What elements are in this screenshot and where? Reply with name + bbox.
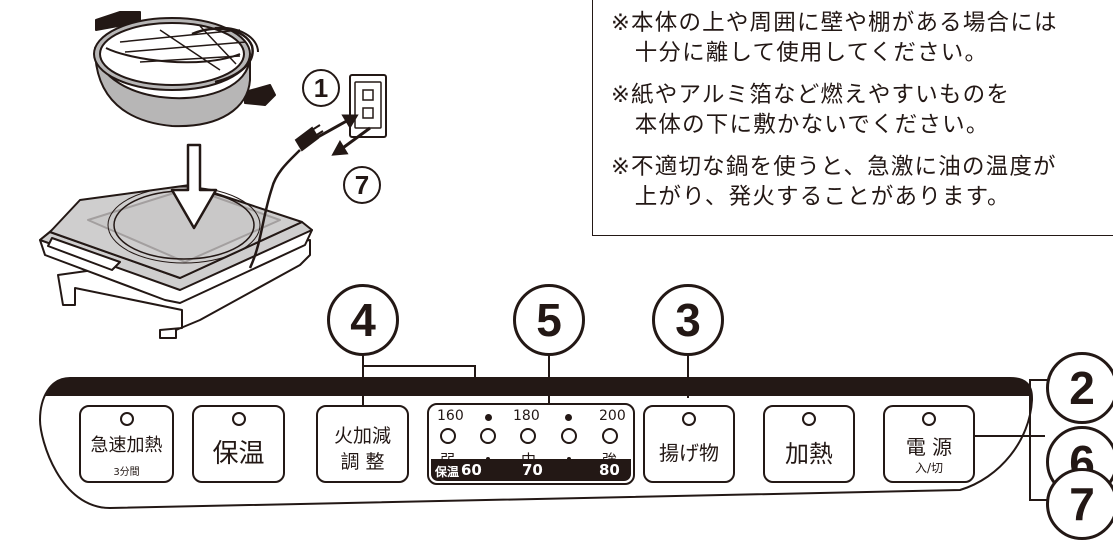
temperature-indicator: 160 180 200 弱 中 強 保温 60 70 80 bbox=[427, 403, 635, 485]
keep-warm-prefix: 保温 bbox=[435, 465, 460, 479]
temp-led bbox=[480, 428, 496, 444]
heat-adjust-button[interactable]: 火加減 調 整 bbox=[316, 405, 409, 483]
heat-led bbox=[802, 412, 816, 426]
power-led bbox=[922, 412, 936, 426]
temp-dot bbox=[565, 414, 572, 421]
callout-fry: 3 bbox=[652, 284, 724, 356]
callout-temperature: 5 bbox=[513, 284, 585, 356]
keep-warm-led bbox=[231, 412, 246, 426]
callout-heat-adjust: 4 bbox=[327, 284, 399, 356]
power-button[interactable]: 電 源 入/切 bbox=[883, 405, 975, 483]
heat-button[interactable]: 加熱 bbox=[763, 405, 855, 483]
warm-value-80: 80 bbox=[599, 461, 620, 479]
warning-line: 上がり、発火することがあります。 bbox=[611, 184, 1011, 210]
fry-led bbox=[682, 412, 696, 426]
warning-line: ※本体の上や周囲に壁や棚がある場合には bbox=[611, 10, 1058, 36]
warm-value-70: 70 bbox=[522, 461, 543, 479]
power-sub: 入/切 bbox=[914, 461, 944, 475]
callout-plug-in: 1 bbox=[302, 69, 340, 107]
wall-outlet bbox=[349, 74, 387, 138]
callout-power-c: 7 bbox=[1046, 468, 1113, 540]
keep-warm-label: 保温 bbox=[212, 439, 265, 469]
temp-label-160: 160 bbox=[437, 408, 464, 424]
heat-label: 加熱 bbox=[785, 440, 833, 468]
temp-label-200: 200 bbox=[599, 408, 626, 424]
temp-led bbox=[520, 428, 536, 444]
fryer-pot bbox=[93, 11, 276, 128]
power-cord bbox=[248, 149, 301, 269]
keep-warm-button[interactable]: 保温 bbox=[192, 405, 285, 483]
quick-heat-label: 急速加熱 bbox=[90, 435, 163, 456]
quick-heat-button[interactable]: 急速加熱 3分間 bbox=[79, 405, 174, 483]
warning-line: ※不適切な鍋を使うと、急激に油の温度が bbox=[611, 154, 1057, 180]
temp-led bbox=[561, 428, 577, 444]
warning-line: 本体の下に敷かないでください。 bbox=[611, 112, 990, 138]
power-label: 電 源 bbox=[905, 435, 953, 459]
temp-label-180: 180 bbox=[513, 408, 540, 424]
keep-warm-band: 保温 60 70 80 bbox=[431, 459, 631, 481]
heat-adjust-line1: 火加減 bbox=[333, 425, 391, 447]
temp-led bbox=[440, 428, 456, 444]
fry-button[interactable]: 揚げ物 bbox=[643, 405, 735, 483]
warm-value-60: 60 bbox=[461, 461, 482, 479]
callout-unplug: 7 bbox=[343, 166, 381, 204]
place-pot-arrow bbox=[170, 143, 218, 230]
quick-heat-sub: 3分間 bbox=[113, 467, 140, 478]
warning-box: ※本体の上や周囲に壁や棚がある場合には 十分に離して使用してください。 ※紙やア… bbox=[592, 0, 1113, 236]
plug-arrows bbox=[317, 114, 371, 156]
induction-cooker bbox=[39, 184, 313, 339]
power-plug bbox=[294, 124, 324, 152]
callout-power-a: 2 bbox=[1046, 352, 1113, 424]
temp-led bbox=[602, 428, 618, 444]
heat-adjust-line2: 調 整 bbox=[340, 451, 385, 473]
temp-dot bbox=[485, 414, 492, 421]
warning-line: 十分に離して使用してください。 bbox=[611, 40, 989, 66]
quick-heat-led bbox=[119, 412, 134, 426]
fry-label: 揚げ物 bbox=[659, 441, 719, 465]
warning-line: ※紙やアルミ箔など燃えやすいものを bbox=[611, 82, 1011, 108]
